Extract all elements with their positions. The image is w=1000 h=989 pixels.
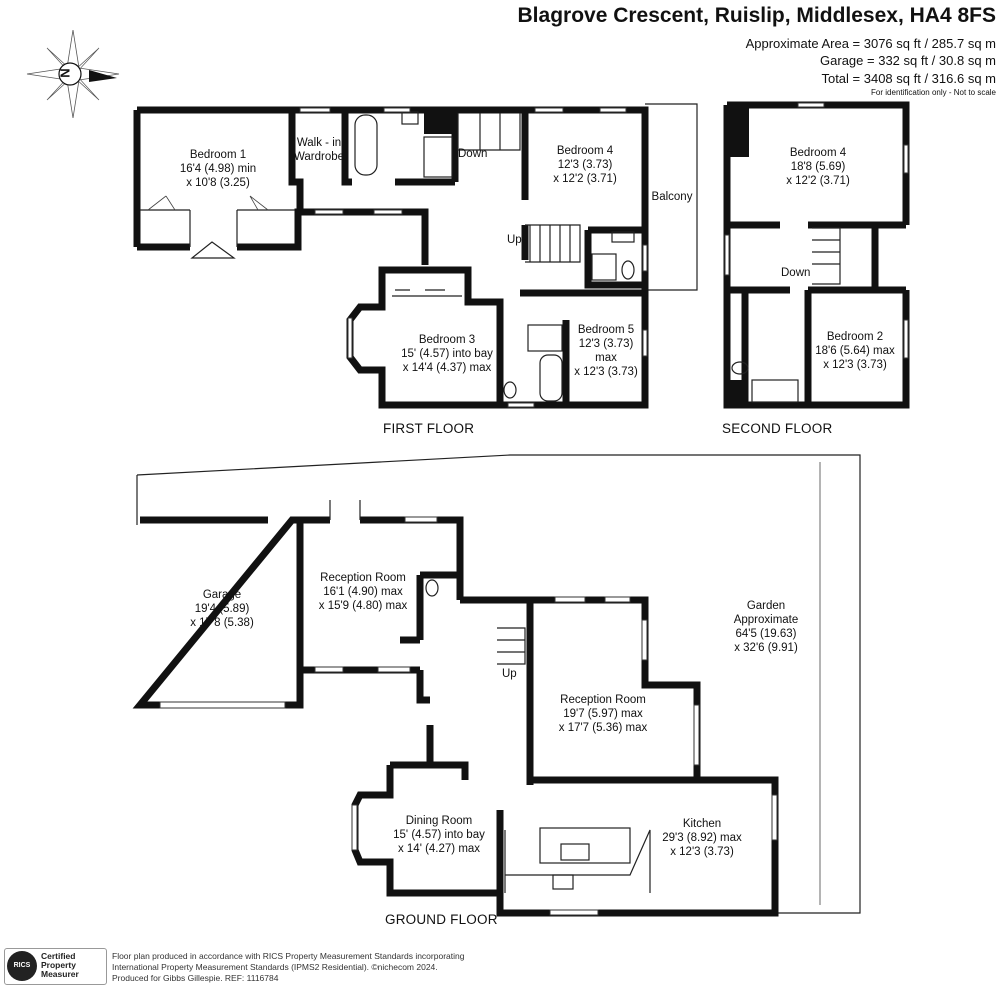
second-floor-plan — [723, 101, 910, 409]
ground-floor-plan — [132, 454, 861, 917]
second-stairs-down-label: Down — [781, 267, 811, 279]
garage-area-text: Garage = 332 sq ft / 30.8 sq m — [820, 53, 996, 68]
property-address-title: Blagrove Crescent, Ruislip, Middlesex, H… — [517, 4, 996, 27]
footer-line-1: Floor plan produced in accordance with R… — [112, 951, 465, 961]
ground-floor-label: GROUND FLOOR — [385, 912, 498, 927]
first-stairs-down-label: Down — [458, 148, 488, 160]
approximate-area-text: Approximate Area = 3076 sq ft / 285.7 sq… — [745, 36, 996, 51]
footer-line-2: International Property Measurement Stand… — [112, 962, 438, 972]
first-stairs-up-label: Up — [507, 234, 522, 246]
rics-logo-icon: RICS — [7, 951, 37, 981]
disclaimer-note: For identification only - Not to scale — [871, 88, 996, 97]
footer-line-3: Produced for Gibbs Gillespie. REF: 11167… — [112, 973, 279, 983]
balcony-label: Balcony — [651, 191, 693, 203]
first-floor-plan — [133, 103, 698, 409]
rics-badge — [4, 948, 107, 985]
ground-stairs-up-label: Up — [502, 668, 517, 680]
total-area-text: Total = 3408 sq ft / 316.6 sq m — [821, 71, 996, 86]
first-floor-label: FIRST FLOOR — [383, 421, 475, 436]
compass-icon — [26, 29, 120, 119]
second-floor-label: SECOND FLOOR — [722, 421, 833, 436]
compass-north-label: N — [57, 68, 73, 78]
